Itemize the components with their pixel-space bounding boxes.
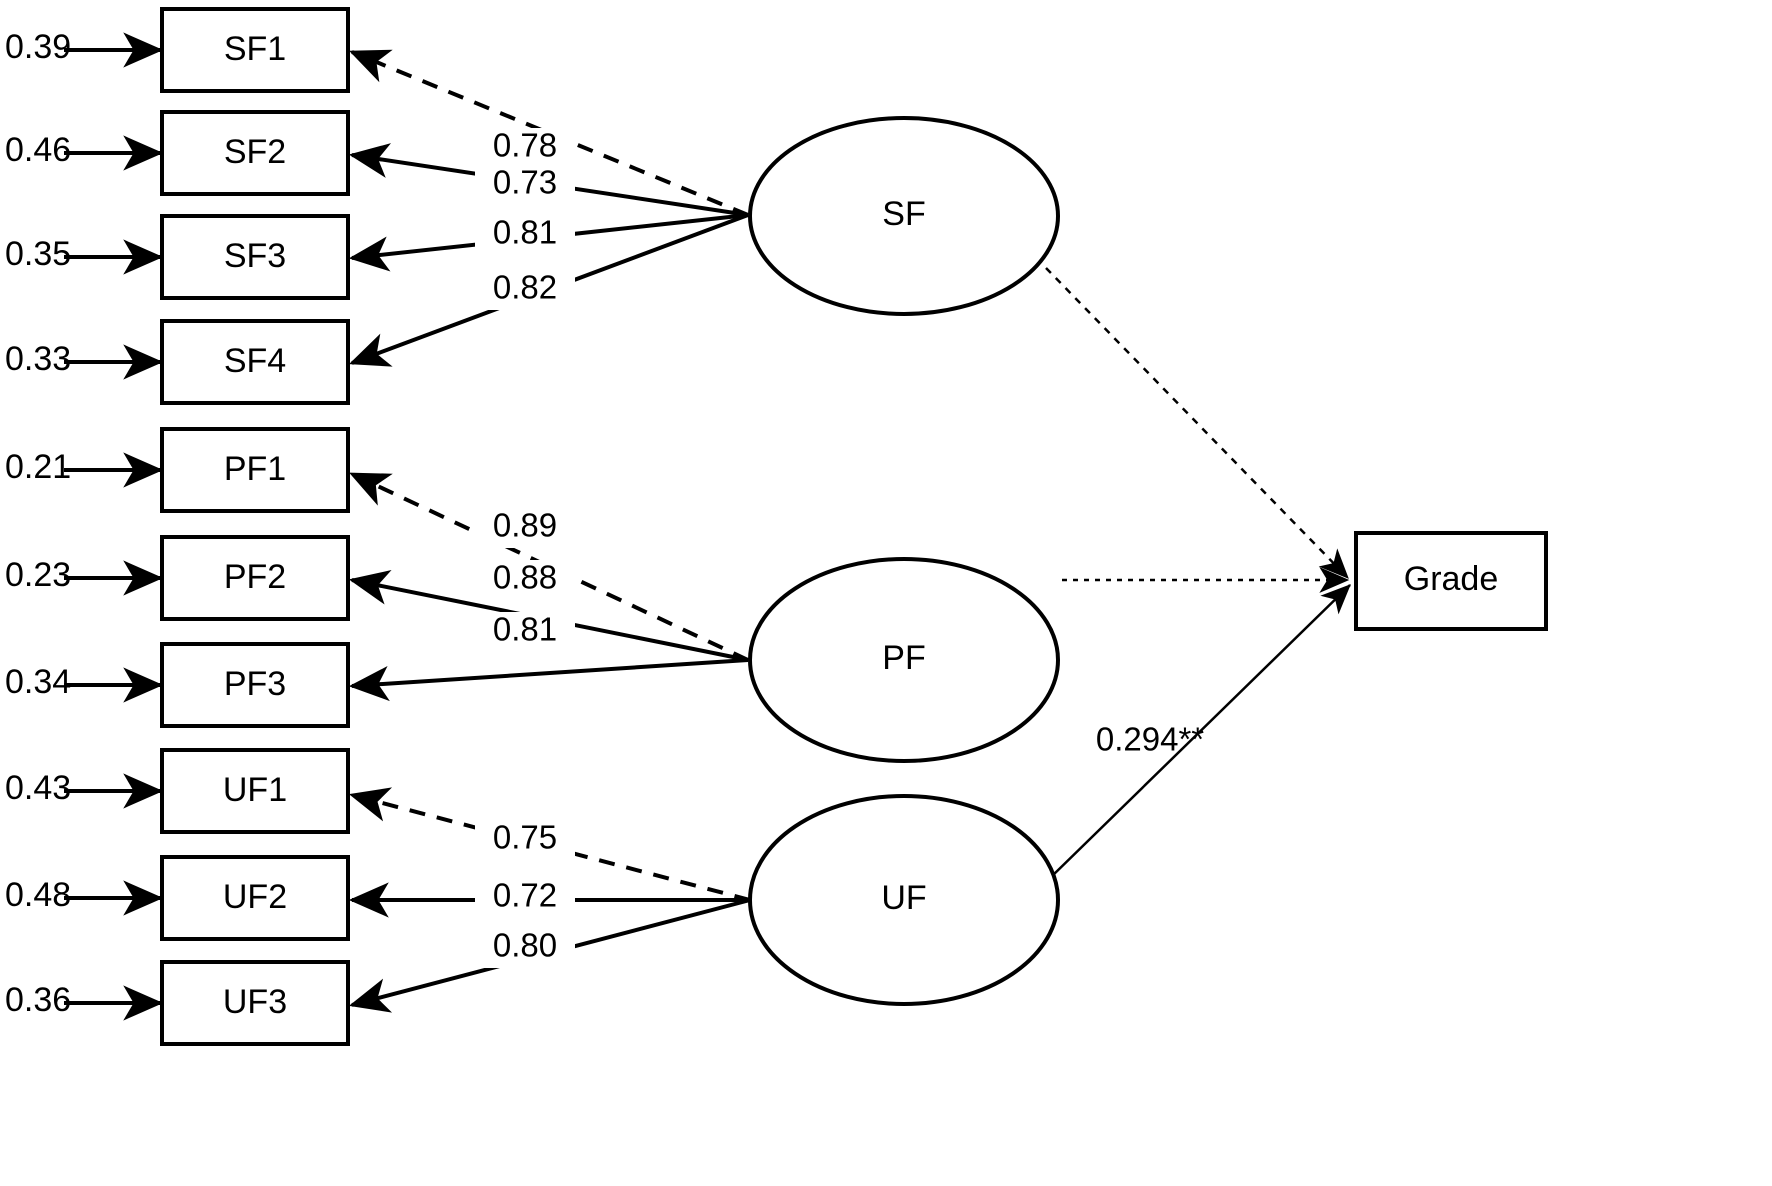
indicator-label-SF4: SF4 <box>224 342 286 380</box>
indicator-label-UF1: UF1 <box>223 771 287 809</box>
residual-value-SF1: 0.39 <box>5 28 71 66</box>
loading-label-bg-SF2 <box>475 165 575 205</box>
indicator-label-UF2: UF2 <box>223 878 287 916</box>
indicator-label-SF2: SF2 <box>224 133 286 171</box>
indicator-box-SF2[interactable] <box>160 110 350 196</box>
factor-label-PF: PF <box>882 639 925 677</box>
indicator-box-UF3[interactable] <box>160 960 350 1046</box>
loading-label-bg-SF4 <box>475 270 575 310</box>
loading-label-bg-UF3 <box>475 928 575 968</box>
loading-label-PF3: 0.81 <box>493 611 557 648</box>
indicator-label-PF1: PF1 <box>224 450 286 488</box>
factor-ellipse-SF[interactable] <box>748 116 1060 316</box>
factor-label-UF: UF <box>881 879 926 917</box>
indicator-label-SF3: SF3 <box>224 237 286 275</box>
indicator-label-PF3: PF3 <box>224 665 286 703</box>
loading-label-UF2: 0.72 <box>493 877 557 914</box>
loading-label-UF1: 0.75 <box>493 819 557 856</box>
loading-label-SF3: 0.81 <box>493 214 557 251</box>
loading-label-bg-PF2 <box>475 560 575 600</box>
indicator-boxes-group <box>160 7 350 1046</box>
factor-ellipses-group <box>748 116 1060 1006</box>
loading-label-PF1: 0.89 <box>493 507 557 544</box>
loading-label-bg-UF2 <box>475 878 575 918</box>
residual-value-SF4: 0.33 <box>5 340 71 378</box>
loading-paths-SF <box>348 49 749 367</box>
loading-label-bg-UF1 <box>475 820 575 860</box>
outcome-label-grade: Grade <box>1404 560 1499 598</box>
factor-label-SF: SF <box>882 195 925 233</box>
residual-value-PF3: 0.34 <box>5 663 71 701</box>
factor-ellipse-UF[interactable] <box>748 794 1060 1006</box>
loading-labels-group: 0.78 0.73 0.81 0.82 0.89 0.88 0.81 0.75 … <box>475 127 575 968</box>
indicator-label-PF2: PF2 <box>224 558 286 596</box>
indicator-box-PF2[interactable] <box>160 535 350 621</box>
indicator-labels-group: SF1 SF2 SF3 SF4 PF1 PF2 PF3 UF1 UF2 UF3 <box>223 30 287 1021</box>
outcome-box-grade[interactable] <box>1354 531 1548 631</box>
indicator-label-SF1: SF1 <box>224 30 286 68</box>
residual-value-PF1: 0.21 <box>5 448 71 486</box>
structural-paths-group <box>1045 267 1351 879</box>
indicator-box-PF3[interactable] <box>160 642 350 728</box>
indicator-box-UF2[interactable] <box>160 855 350 941</box>
loading-path-SF1 <box>349 49 749 217</box>
loading-path-PF3 <box>348 658 749 702</box>
structural-coefficient-UF-Grade: 0.294** <box>1096 721 1204 758</box>
indicator-box-SF1[interactable] <box>160 7 350 93</box>
indicator-box-UF1[interactable] <box>160 748 350 834</box>
structural-path-SF-to-Grade <box>1045 267 1349 579</box>
residual-value-PF2: 0.23 <box>5 556 71 594</box>
loading-label-UF3: 0.80 <box>493 927 557 964</box>
residual-value-SF3: 0.35 <box>5 235 71 273</box>
residual-value-UF1: 0.43 <box>5 769 71 807</box>
indicator-box-PF1[interactable] <box>160 427 350 513</box>
loading-label-PF2: 0.88 <box>493 559 557 596</box>
loading-label-bg-PF1 <box>475 508 575 548</box>
indicator-box-SF3[interactable] <box>160 214 350 300</box>
residual-arrows-group <box>64 32 164 1021</box>
residual-value-UF3: 0.36 <box>5 981 71 1019</box>
loading-path-PF1 <box>349 472 749 662</box>
loading-label-SF4: 0.82 <box>493 269 557 306</box>
loading-label-SF2: 0.73 <box>493 164 557 201</box>
loading-label-bg-SF3 <box>475 215 575 255</box>
residual-values-group: 0.39 0.46 0.35 0.33 0.21 0.23 0.34 0.43 … <box>5 28 71 1019</box>
indicator-label-UF3: UF3 <box>223 983 287 1021</box>
loading-label-bg-PF3 <box>475 612 575 652</box>
residual-value-SF2: 0.46 <box>5 131 71 169</box>
residual-value-UF2: 0.48 <box>5 876 71 914</box>
factor-labels-group: SF PF UF <box>881 195 926 917</box>
loading-label-bg-SF1 <box>475 128 575 168</box>
structural-path-UF-to-Grade <box>1049 584 1351 879</box>
loading-label-SF1: 0.78 <box>493 127 557 164</box>
factor-ellipse-PF[interactable] <box>748 557 1060 763</box>
indicator-box-SF4[interactable] <box>160 319 350 405</box>
